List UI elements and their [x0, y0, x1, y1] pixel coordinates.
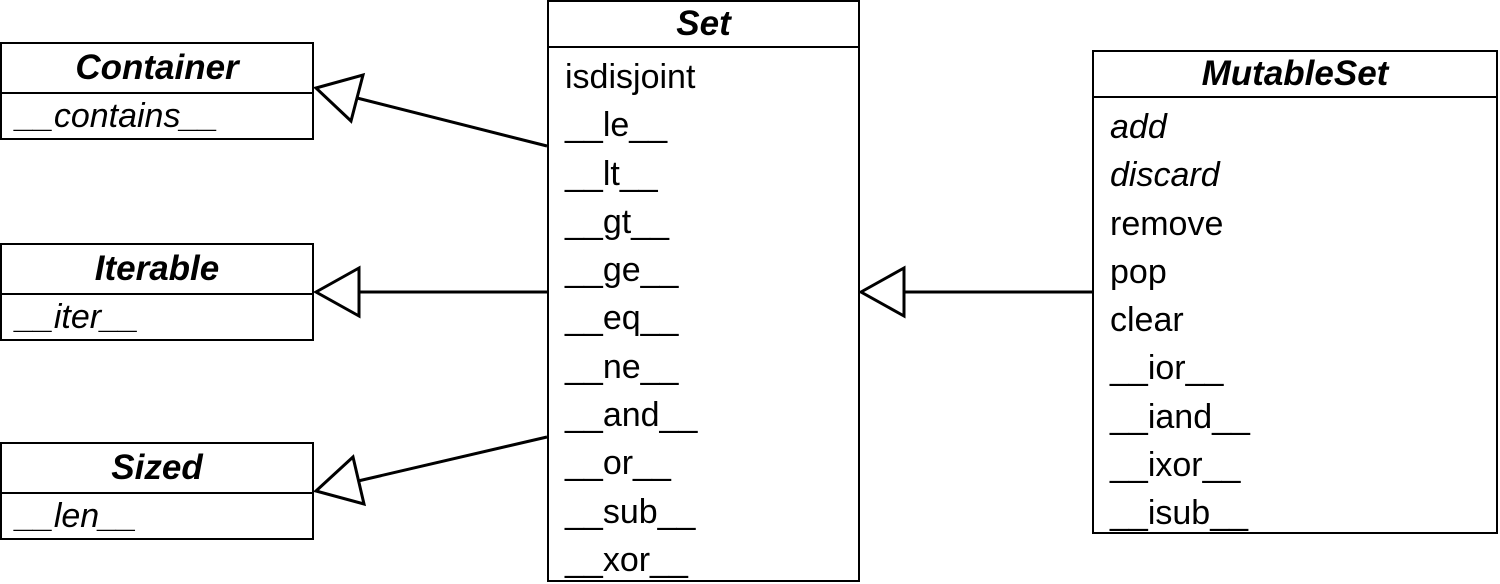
- method-item: __sub__: [565, 492, 696, 531]
- method-item: __xor__: [565, 540, 688, 579]
- method-item: clear: [1110, 301, 1184, 340]
- method-item: add: [1110, 108, 1167, 146]
- class-title: Sized: [2, 444, 312, 494]
- class-title: Set: [549, 2, 858, 48]
- method-item: discard: [1110, 156, 1220, 195]
- class-set: Set isdisjoint __le__ __lt__ __gt__ __ge…: [547, 0, 860, 582]
- class-title: Container: [2, 44, 312, 94]
- class-container: Container __contains__: [0, 42, 314, 140]
- edge-set-to-container: [313, 72, 548, 148]
- method-item: __ge__: [565, 251, 679, 290]
- method-item: __ne__: [565, 347, 679, 386]
- method-item: remove: [1110, 204, 1224, 243]
- method-list: add discard remove pop clear __ior__ __i…: [1094, 98, 1496, 538]
- class-sized: Sized __len__: [0, 442, 314, 540]
- method-item: __eq__: [565, 299, 679, 338]
- method-item: __or__: [565, 444, 671, 483]
- method-item: __le__: [565, 106, 668, 145]
- method-item: isdisjoint: [565, 58, 696, 96]
- method-item: __ior__: [1110, 349, 1224, 388]
- class-mutableset: MutableSet add discard remove pop clear …: [1092, 50, 1498, 534]
- edge-mutableset-to-set: [857, 265, 1092, 319]
- method-item: __ixor__: [1110, 446, 1241, 485]
- method-list: __contains__: [2, 94, 312, 139]
- method-item: __iand__: [1110, 397, 1250, 436]
- method-item: __iter__: [16, 298, 139, 336]
- method-list: __len__: [2, 494, 312, 539]
- method-item: __lt__: [565, 154, 658, 193]
- edge-set-to-sized: [312, 435, 548, 507]
- method-item: __and__: [565, 396, 698, 435]
- class-iterable: Iterable __iter__: [0, 243, 314, 341]
- method-item: __isub__: [1110, 494, 1249, 533]
- method-item: __len__: [16, 497, 138, 535]
- class-title: MutableSet: [1094, 52, 1496, 98]
- method-item: pop: [1110, 252, 1167, 291]
- method-list: __iter__: [2, 295, 312, 340]
- method-item: __gt__: [565, 202, 669, 241]
- edge-set-to-iterable: [312, 265, 547, 319]
- method-item: __contains__: [16, 97, 219, 135]
- class-title: Iterable: [2, 245, 312, 295]
- method-list: isdisjoint __le__ __lt__ __gt__ __ge__ _…: [549, 48, 858, 584]
